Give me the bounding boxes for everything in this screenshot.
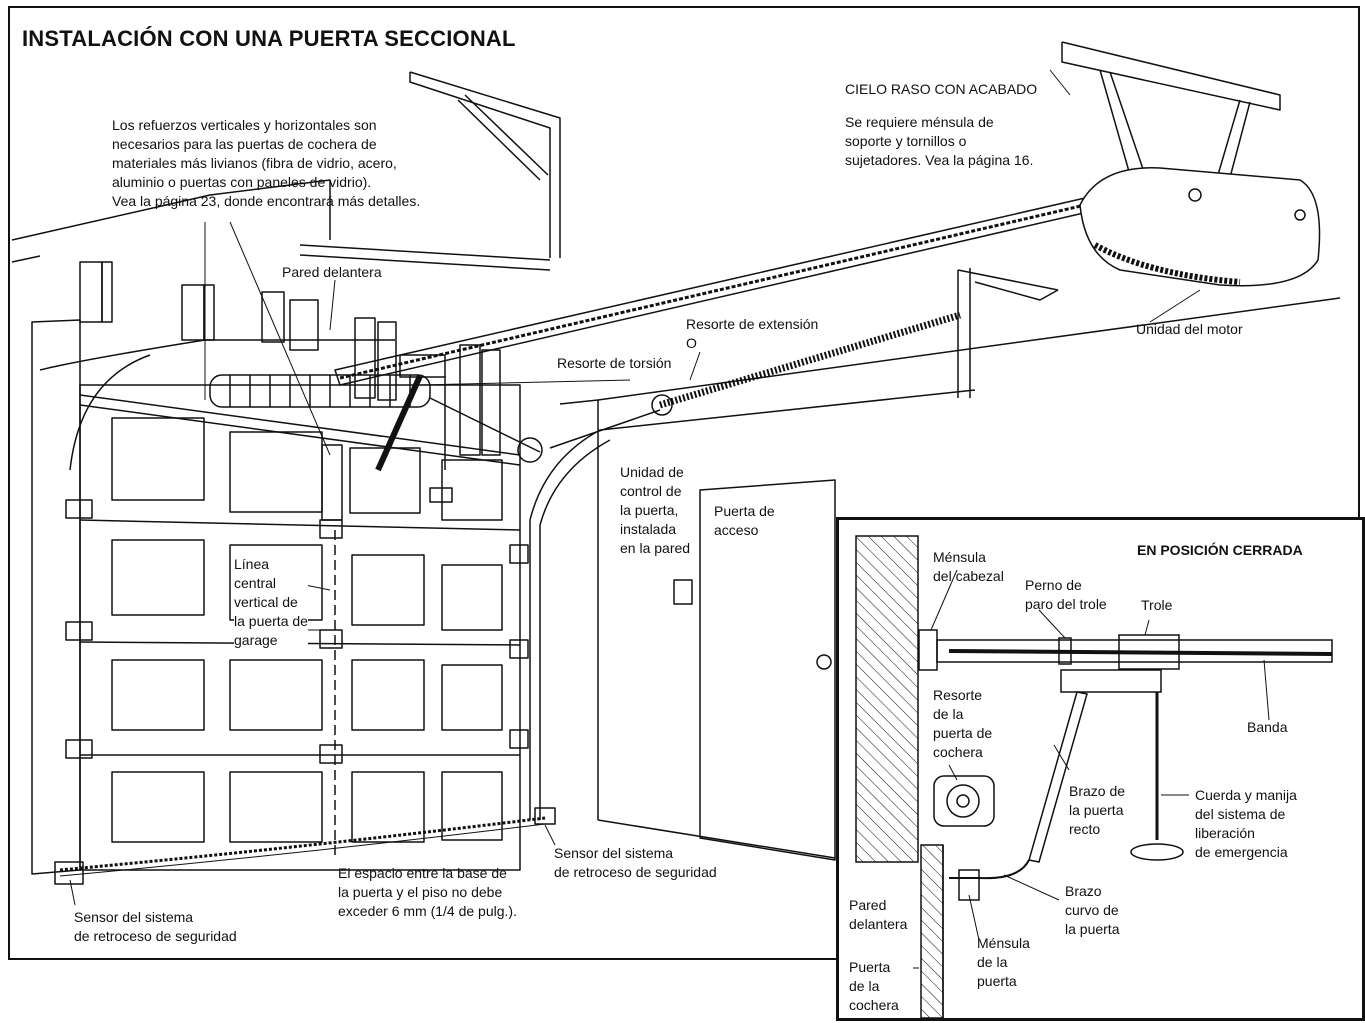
front-wall-label: Pared delantera (282, 264, 382, 280)
centerline-label: Línea central vertical de la puerta de g… (234, 555, 308, 650)
torsion-spring (209, 374, 543, 463)
page-title: INSTALACIÓN CON UNA PUERTA SECCIONAL (22, 26, 516, 51)
closed-position-inset: EN POSICIÓN CERRADA Ménsula del cabezal … (836, 517, 1365, 1021)
motor-unit-label: Unidad del motor (1136, 321, 1243, 337)
sensor-left-label: Sensor del sistema de retroceso de segur… (74, 909, 237, 944)
extension-spring (549, 311, 962, 449)
emergency-release-label: Cuerda y manija del sistema de liberació… (1195, 787, 1297, 860)
ceiling-label: CIELO RASO CON ACABADO (845, 81, 1038, 97)
ceiling-bracket-rear (957, 268, 1059, 398)
door-bracket-label: Ménsula de la puerta (977, 935, 1030, 989)
inset-front-wall-label: Pared delantera (849, 896, 908, 934)
door-control-label: Unidad de control de la puerta, instalad… (620, 464, 691, 556)
garage-door-section (920, 844, 944, 1019)
header-bracket-label: Ménsula del cabezal (933, 549, 1004, 584)
trolley-stop-label: Perno de paro del trole (1025, 577, 1107, 612)
gap-note-label: El espacio entre la base de la puerta y … (338, 865, 517, 919)
torsion-spring-label: Resorte de torsión (557, 355, 672, 371)
sensor-right-label: Sensor del sistema de retroceso de segur… (554, 845, 717, 880)
leader-lines (69, 69, 1201, 906)
garage-door-label: Puerta de la cochera (849, 958, 899, 1015)
inset-title: EN POSICIÓN CERRADA (1137, 542, 1303, 558)
access-door-label: Puerta de acceso (714, 503, 775, 538)
trolley-label: Trole (1141, 597, 1173, 613)
ceiling-note-label: Se requiere ménsula de soporte y tornill… (845, 114, 1034, 168)
curved-arm-label: Brazo curvo de la puerta (1065, 883, 1120, 937)
ceiling-bracket-front (299, 71, 561, 271)
extension-spring-label: Resorte de extensión O (686, 316, 819, 351)
belt-label: Banda (1247, 719, 1288, 735)
access-door (673, 479, 836, 861)
straight-arm-label: Brazo de la puerta recto (1069, 783, 1126, 837)
closed-position-diagram (855, 535, 1333, 1019)
safety-sensors (54, 807, 556, 885)
door-spring-label: Resorte de la puerta de cochera (933, 687, 993, 760)
front-wall-section (855, 535, 919, 863)
motor-unit (1061, 41, 1321, 287)
reinforcements-label: Los refuerzos verticales y horizontales … (112, 117, 421, 209)
